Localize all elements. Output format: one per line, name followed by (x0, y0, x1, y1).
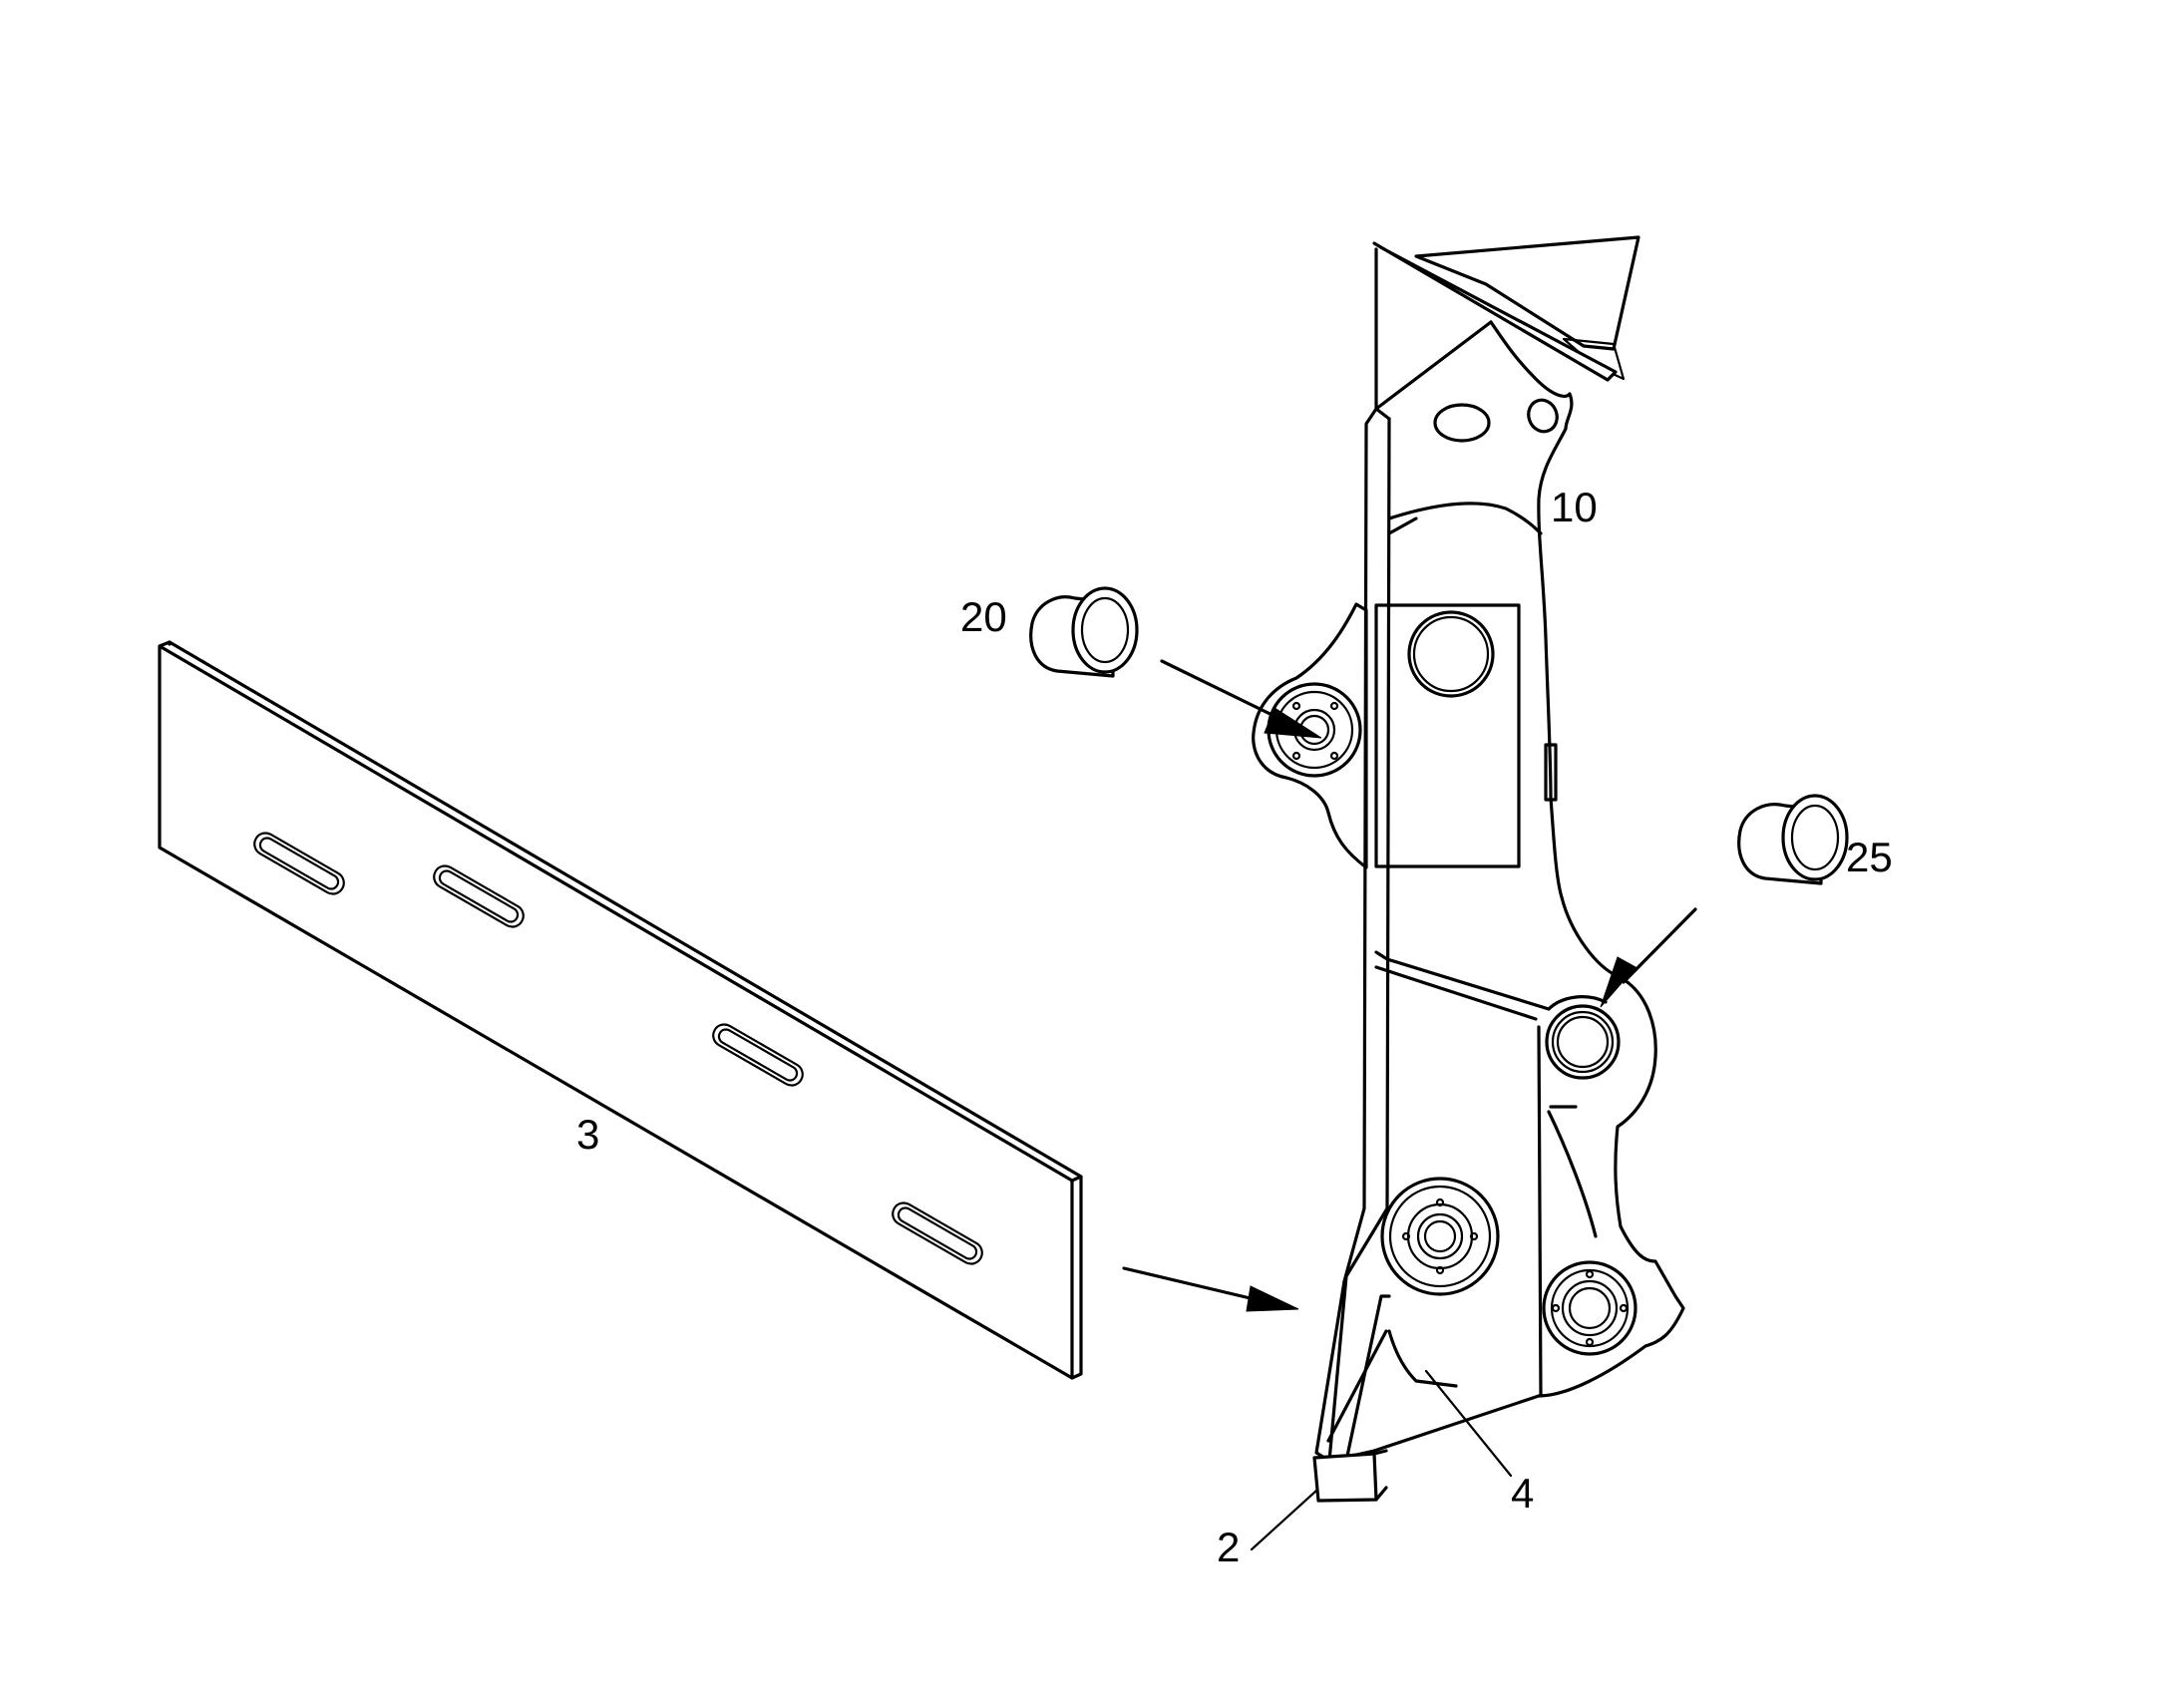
callout-label-3: 3 (576, 1111, 599, 1158)
callout-label-25: 25 (1846, 834, 1893, 880)
callout-label-4: 4 (1511, 1470, 1534, 1517)
bushing-part-25 (1737, 794, 1849, 885)
bushing-part-20 (1029, 586, 1139, 678)
arrow-plate-to-frame (1122, 1266, 1299, 1312)
callout-label-20: 20 (960, 593, 1007, 640)
plate-slots (253, 832, 983, 1265)
arrow-bushing-20 (1160, 659, 1322, 739)
frame-part-10 (1252, 235, 1685, 1503)
leader-line-4 (1424, 1369, 1513, 1478)
leader-line-2 (1250, 1489, 1318, 1551)
arrow-bushing-25 (1600, 907, 1697, 1008)
callout-label-2: 2 (1217, 1524, 1240, 1570)
plate-part-3 (158, 640, 1083, 1380)
callout-label-10: 10 (1551, 484, 1598, 530)
